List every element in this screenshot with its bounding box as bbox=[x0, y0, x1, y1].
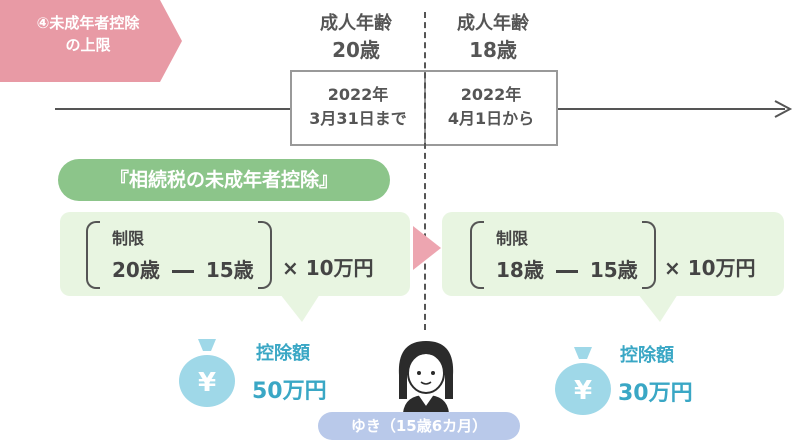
tag-arrow-shape bbox=[0, 0, 182, 82]
deduction-right-value: 30万円 bbox=[618, 381, 693, 406]
section-tag: ④未成年者控除 の上限 bbox=[0, 0, 185, 82]
minus-sign bbox=[555, 270, 578, 273]
date-left-day: 3月31日まで bbox=[309, 109, 407, 128]
panel-left-tail bbox=[280, 294, 320, 322]
date-right-year: 2022年 bbox=[460, 85, 522, 104]
bracket-open bbox=[470, 221, 484, 289]
date-right-day: 4月1日から bbox=[447, 109, 535, 128]
deduction-right-label: 控除額 bbox=[620, 345, 674, 366]
formula-to: 15歳 bbox=[205, 258, 254, 282]
girl-avatar-icon bbox=[398, 341, 454, 413]
formula-from: 18歳 bbox=[496, 258, 544, 282]
svg-text:¥: ¥ bbox=[198, 368, 216, 398]
section-tag-text: ④未成年者控除 の上限 bbox=[8, 12, 168, 56]
bracket-close bbox=[258, 221, 272, 289]
formula-expression: 18歳 15歳 bbox=[496, 254, 638, 283]
deduction-left-label: 控除額 bbox=[256, 343, 310, 364]
date-box-left: 2022年 3月31日まで bbox=[290, 70, 426, 146]
age-header-right-title: 成人年齢 bbox=[457, 13, 529, 34]
bracket-open bbox=[86, 221, 100, 289]
formula-expression: 20歳 15歳 bbox=[112, 254, 254, 283]
formula-panel-left: 制限 20歳 15歳 × 10万円 bbox=[60, 212, 410, 296]
formula-to: 15歳 bbox=[589, 258, 638, 282]
age-header-right-age: 18歳 bbox=[469, 38, 517, 62]
era-divider bbox=[424, 12, 426, 330]
limit-label: 制限 bbox=[112, 229, 145, 248]
section-title-pill: 『相続税の未成年者控除』 bbox=[58, 159, 390, 201]
limit-label: 制限 bbox=[496, 229, 529, 248]
tag-line-1: ④未成年者控除 bbox=[36, 14, 140, 32]
panel-right-tail bbox=[638, 294, 678, 322]
formula-panel-right: 制限 18歳 15歳 × 10万円 bbox=[442, 212, 784, 296]
age-header-left-title: 成人年齢 bbox=[320, 13, 392, 34]
transition-triangle bbox=[413, 226, 441, 270]
age-header-left-age: 20歳 bbox=[332, 38, 380, 62]
date-box-right: 2022年 4月1日から bbox=[424, 70, 558, 146]
formula-multiplier: × 10万円 bbox=[664, 256, 756, 280]
yen-bag-icon: ¥ bbox=[555, 347, 611, 415]
deduction-left-value: 50万円 bbox=[252, 379, 327, 404]
person-name-badge: ゆき（15歳6カ月） bbox=[318, 412, 520, 440]
formula-from: 20歳 bbox=[112, 258, 160, 282]
formula-multiplier: × 10万円 bbox=[282, 256, 374, 280]
tag-line-2: の上限 bbox=[65, 36, 111, 54]
bracket-close bbox=[642, 221, 656, 289]
age-header-right: 成人年齢 18歳 bbox=[423, 12, 563, 64]
yen-bag-icon: ¥ bbox=[179, 339, 235, 407]
minus-sign bbox=[171, 270, 194, 273]
date-left-year: 2022年 bbox=[327, 85, 389, 104]
svg-text:¥: ¥ bbox=[574, 376, 592, 406]
age-header-left: 成人年齢 20歳 bbox=[286, 12, 426, 64]
